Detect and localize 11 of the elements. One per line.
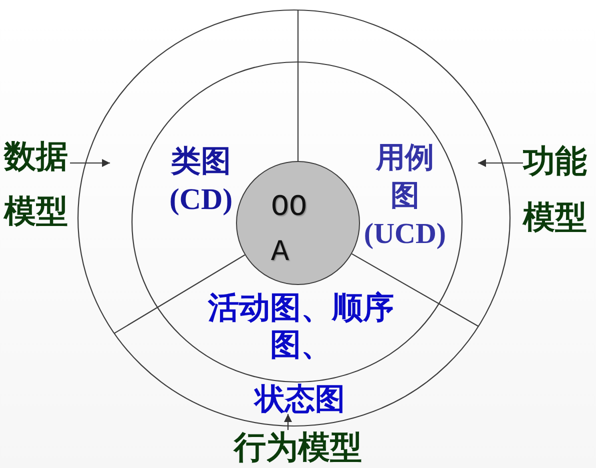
arrow: [70, 159, 110, 167]
sector-label: 用例图(UCD): [363, 141, 447, 252]
model-label: 功能模型: [523, 133, 589, 245]
sector-label: 状态图: [252, 385, 348, 414]
arrow: [284, 414, 292, 430]
model-label: 行为模型: [232, 430, 364, 464]
circle-label: OOA: [271, 190, 308, 272]
arrow: [478, 159, 523, 167]
sector-label: 类图(CD): [168, 144, 234, 218]
sector-label: 活动图、顺序图、: [206, 289, 395, 363]
model-label: 数据模型: [4, 129, 70, 239]
